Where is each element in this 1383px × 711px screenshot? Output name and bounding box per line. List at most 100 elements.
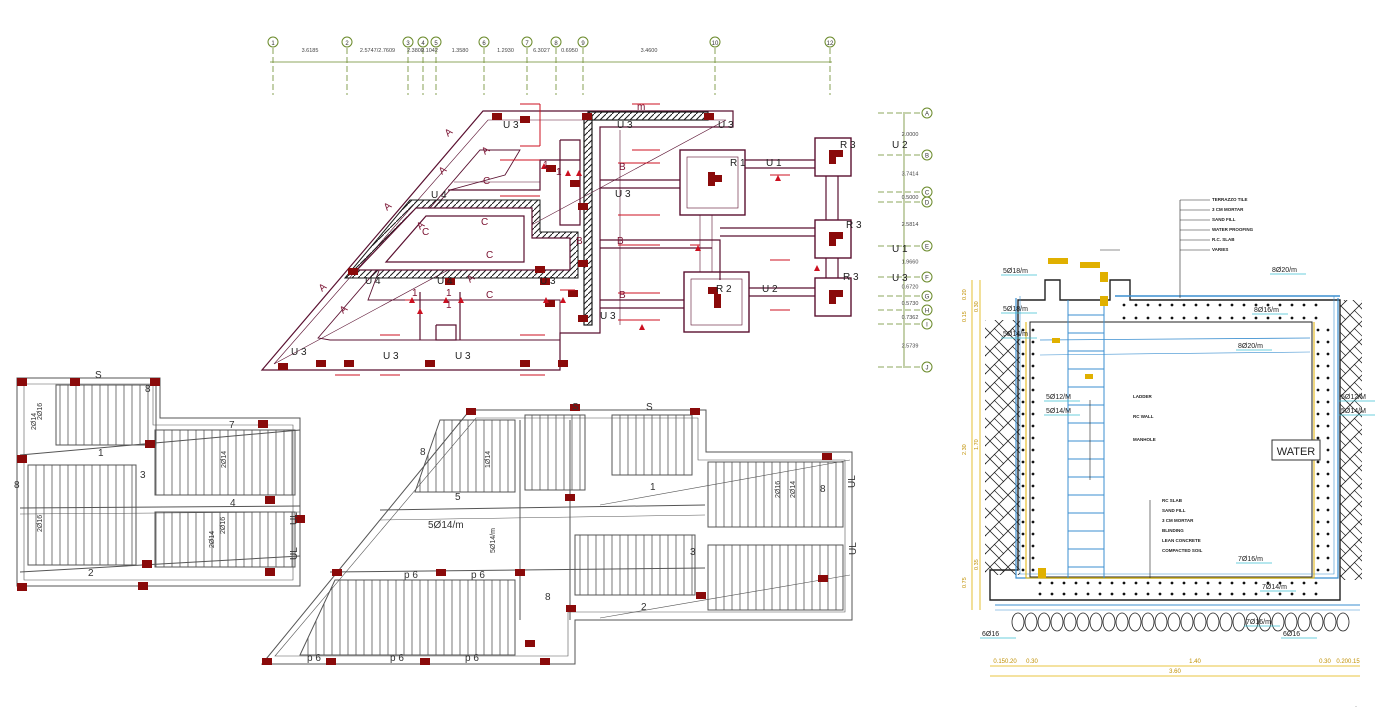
rebar-dot bbox=[1302, 316, 1306, 320]
rebar-callout: 5Ø12/M bbox=[1046, 394, 1071, 401]
grid-bubble-label: 12 bbox=[827, 41, 834, 47]
section-mark-label: A bbox=[338, 303, 350, 316]
rebar-dot bbox=[1038, 592, 1042, 596]
pile-section bbox=[1050, 612, 1064, 632]
rebar-dot bbox=[1326, 508, 1330, 512]
rebar-dot bbox=[1158, 592, 1162, 596]
pile-section bbox=[1167, 612, 1181, 632]
column bbox=[546, 165, 556, 172]
rebar-dot bbox=[1194, 581, 1198, 585]
rebar-dot bbox=[1326, 556, 1330, 560]
rebar-dot bbox=[1021, 568, 1025, 572]
slab-label: 3 bbox=[140, 470, 146, 481]
section-arrow bbox=[639, 324, 645, 330]
rebar-dot bbox=[1302, 581, 1306, 585]
beam-label: U 3 bbox=[455, 351, 471, 362]
rebar-dot bbox=[1316, 544, 1320, 548]
slab-left-columns bbox=[17, 378, 305, 591]
rebar-dot bbox=[1050, 592, 1054, 596]
rebar-dot bbox=[1254, 592, 1258, 596]
slab-label: p 6 bbox=[307, 653, 321, 664]
rebar-dot bbox=[1021, 544, 1025, 548]
slab-label: UL bbox=[847, 475, 858, 488]
rebar-dot bbox=[1031, 556, 1035, 560]
slab-column bbox=[262, 658, 272, 665]
slab-label: 1 bbox=[650, 482, 656, 493]
rebar-dot bbox=[1314, 581, 1318, 585]
rebar-dot bbox=[1170, 316, 1174, 320]
rebar-dot bbox=[1326, 400, 1330, 404]
rebar-dot bbox=[1146, 303, 1150, 307]
slab-label: 2Ø14 bbox=[31, 413, 38, 430]
grid-dimension: 3.4600 bbox=[641, 48, 658, 54]
slab-label: 8 bbox=[145, 384, 151, 395]
beam-label: U 3 bbox=[291, 347, 307, 358]
slab-label: S bbox=[572, 402, 579, 413]
grid-dimension: 2.1042 bbox=[421, 48, 438, 54]
room-r3-mid bbox=[814, 219, 852, 259]
section-arrow bbox=[409, 297, 415, 303]
grid-bubble bbox=[521, 36, 533, 48]
rebar-dot bbox=[1134, 581, 1138, 585]
rebar-callout: 6Ø16 bbox=[982, 631, 999, 638]
grid-bubble bbox=[921, 304, 933, 316]
layer-note: COMPACTED SOIL bbox=[1162, 548, 1203, 553]
grid-bubble bbox=[921, 107, 933, 119]
column bbox=[535, 266, 545, 273]
column bbox=[833, 232, 843, 239]
slab-column bbox=[138, 582, 148, 590]
grid-bubble bbox=[417, 36, 429, 48]
grid-dimension: 0.6720 bbox=[902, 285, 919, 291]
section-mark-label: B bbox=[617, 236, 624, 247]
rebar-dot bbox=[1170, 303, 1174, 307]
rebar-dot bbox=[1326, 388, 1330, 392]
slab-column bbox=[332, 569, 342, 576]
section-arrow bbox=[541, 163, 547, 169]
rebar-dot bbox=[1021, 352, 1025, 356]
slab-label: 3 bbox=[690, 547, 696, 558]
section-mark-label: A bbox=[480, 144, 492, 157]
grid-bubble-label: 4 bbox=[421, 41, 425, 47]
slab-column bbox=[822, 453, 832, 460]
rebar-dot bbox=[1316, 352, 1320, 356]
tank-dimension: 0.30 bbox=[1026, 659, 1038, 665]
column bbox=[578, 260, 588, 267]
grid-bubble bbox=[824, 36, 836, 48]
column bbox=[833, 150, 843, 157]
slab-label: 1Ø14 bbox=[485, 451, 492, 468]
rebar-dot bbox=[1326, 352, 1330, 356]
grid-bubble-label: D bbox=[925, 201, 930, 207]
rebar-dot bbox=[1326, 376, 1330, 380]
rebar-dot bbox=[1170, 581, 1174, 585]
rebar-dot bbox=[1182, 592, 1186, 596]
column bbox=[568, 290, 578, 297]
rebar-dot bbox=[1242, 303, 1246, 307]
rebar-dot bbox=[1230, 592, 1234, 596]
grid-bubble-label: 2 bbox=[345, 41, 349, 47]
slab-label: 5Ø14/m bbox=[428, 520, 464, 531]
rebar-callout: 5Ø14/M bbox=[1046, 408, 1071, 415]
section-arrow bbox=[695, 245, 701, 251]
room-label: R 3 bbox=[840, 140, 856, 151]
rebar-dot bbox=[1290, 592, 1294, 596]
rebar-dot bbox=[1326, 436, 1330, 440]
slab-column bbox=[420, 658, 430, 665]
rebar-dot bbox=[1031, 508, 1035, 512]
rebar-dot bbox=[1194, 316, 1198, 320]
rebar-callout: 8Ø16/m bbox=[1254, 307, 1279, 314]
slab-label: 8 bbox=[545, 592, 551, 603]
room-label: R 1 bbox=[730, 158, 746, 169]
slab-column bbox=[566, 605, 576, 612]
slab-column bbox=[17, 583, 27, 591]
layer-note: MANHOLE bbox=[1133, 437, 1156, 442]
slab-column bbox=[150, 378, 160, 386]
rebar-dot bbox=[1302, 303, 1306, 307]
pile-section bbox=[1206, 612, 1220, 632]
pile-section bbox=[1297, 612, 1311, 632]
tank-vertical-dimension: 2.30 bbox=[962, 444, 968, 455]
rebar-dot bbox=[1021, 508, 1025, 512]
rebar-dot bbox=[1031, 472, 1035, 476]
rebar-callout: 7Ø16/m bbox=[1246, 619, 1271, 626]
slab-label: p 6 bbox=[390, 653, 404, 664]
